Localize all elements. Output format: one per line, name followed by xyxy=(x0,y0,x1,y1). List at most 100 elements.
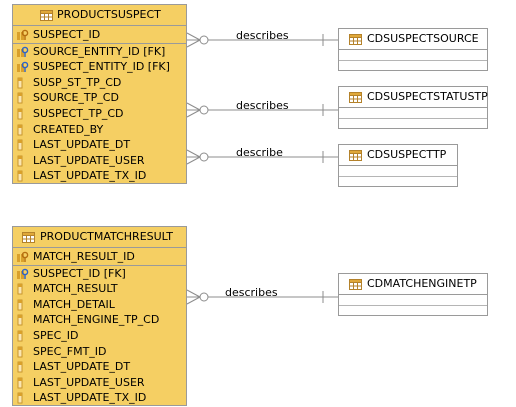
column-name: MATCH_RESULT xyxy=(33,282,118,296)
column-icon xyxy=(17,77,23,89)
column-name: LAST_UPDATE_TX_ID xyxy=(33,391,147,405)
table-icon xyxy=(349,92,362,103)
column-name: SUSP_ST_TP_CD xyxy=(33,75,122,89)
columns-section xyxy=(339,177,457,187)
column-icon xyxy=(17,314,23,326)
column-row[interactable]: SPEC_ID xyxy=(13,328,186,344)
entity-header[interactable]: CDSUSPECTSTATUSTP xyxy=(339,87,488,108)
column-icon xyxy=(17,299,23,311)
column-name: LAST_UPDATE_DT xyxy=(33,360,131,374)
table-icon xyxy=(349,34,362,45)
column-name: SPEC_FMT_ID xyxy=(33,344,107,358)
primary-key-section xyxy=(339,108,487,119)
columns-section xyxy=(339,119,487,129)
entity-header[interactable]: CDSUSPECTSOURCE xyxy=(339,29,487,50)
columns-section: SOURCE_ENTITY_ID [FK] SUSPECT_ENTITY_ID … xyxy=(13,44,186,184)
columns-section: SUSPECT_ID [FK] MATCH_RESULT MATCH_DETAI… xyxy=(13,266,186,406)
column-row[interactable]: LAST_UPDATE_DT xyxy=(13,359,186,375)
table-icon xyxy=(349,150,362,161)
entity-title: CDSUSPECTSTATUSTP xyxy=(367,90,488,103)
entity-title: CDMATCHENGINETP xyxy=(367,277,477,290)
primary-key-icon xyxy=(17,251,29,262)
column-row[interactable]: MATCH_RESULT xyxy=(13,281,186,297)
entity-cdmatchenginetp[interactable]: CDMATCHENGINETP xyxy=(338,273,488,316)
column-icon xyxy=(17,155,23,167)
column-row[interactable]: MATCH_RESULT_ID xyxy=(13,249,186,265)
column-row[interactable]: LAST_UPDATE_TX_ID xyxy=(13,390,186,406)
entity-productsuspect[interactable]: PRODUCTSUSPECT SUSPECT_ID SOURCE_ENTITY_… xyxy=(12,4,187,184)
column-name: LAST_UPDATE_USER xyxy=(33,375,145,389)
column-name: CREATED_BY xyxy=(33,122,104,136)
column-icon xyxy=(17,283,23,295)
column-icon xyxy=(17,377,23,389)
column-row[interactable]: LAST_UPDATE_USER xyxy=(13,153,186,169)
entity-title: CDSUSPECTSOURCE xyxy=(367,32,479,45)
relationship-label: describes xyxy=(236,99,289,112)
column-row[interactable]: LAST_UPDATE_DT xyxy=(13,137,186,153)
column-row[interactable]: LAST_UPDATE_TX_ID xyxy=(13,168,186,184)
column-icon xyxy=(17,124,23,136)
foreign-key-icon xyxy=(17,268,29,279)
column-name: MATCH_ENGINE_TP_CD xyxy=(33,313,160,327)
entity-header[interactable]: PRODUCTMATCHRESULT xyxy=(13,227,186,248)
entity-title: PRODUCTMATCHRESULT xyxy=(40,230,174,243)
column-icon xyxy=(17,170,23,182)
column-row[interactable]: SUSPECT_TP_CD xyxy=(13,106,186,122)
columns-section xyxy=(339,61,487,71)
columns-section xyxy=(339,306,487,316)
column-row[interactable]: SOURCE_ENTITY_ID [FK] xyxy=(13,44,186,60)
relationship-label: describes xyxy=(225,286,278,299)
primary-key-section xyxy=(339,295,487,306)
column-icon xyxy=(17,139,23,151)
column-row[interactable]: MATCH_ENGINE_TP_CD xyxy=(13,312,186,328)
column-icon xyxy=(17,361,23,373)
column-name: MATCH_DETAIL xyxy=(33,297,115,311)
foreign-key-icon xyxy=(17,46,29,57)
entity-header[interactable]: PRODUCTSUSPECT xyxy=(13,5,186,26)
entity-productmatchresult[interactable]: PRODUCTMATCHRESULT MATCH_RESULT_ID SUSPE… xyxy=(12,226,187,406)
table-icon xyxy=(349,279,362,290)
entity-title: CDSUSPECTTP xyxy=(367,148,447,161)
column-name: SUSPECT_TP_CD xyxy=(33,106,124,120)
primary-key-section xyxy=(339,50,487,61)
entity-title: PRODUCTSUSPECT xyxy=(57,8,161,21)
column-row[interactable]: LAST_UPDATE_USER xyxy=(13,375,186,391)
column-name: LAST_UPDATE_TX_ID xyxy=(33,169,147,183)
column-row[interactable]: SUSPECT_ENTITY_ID [FK] xyxy=(13,59,186,75)
column-name: SPEC_ID xyxy=(33,328,79,342)
column-row[interactable]: SUSP_ST_TP_CD xyxy=(13,75,186,91)
column-row[interactable]: SOURCE_TP_CD xyxy=(13,90,186,106)
column-name: MATCH_RESULT_ID xyxy=(33,250,135,263)
column-name: LAST_UPDATE_USER xyxy=(33,153,145,167)
column-icon xyxy=(17,108,23,120)
column-row[interactable]: CREATED_BY xyxy=(13,122,186,138)
relationship-label: describe xyxy=(236,146,283,159)
entity-cdsuspectstatustp[interactable]: CDSUSPECTSTATUSTP xyxy=(338,86,488,129)
column-icon xyxy=(17,330,23,342)
primary-key-section xyxy=(339,166,457,177)
column-name: SUSPECT_ID xyxy=(33,28,101,41)
primary-key-section: SUSPECT_ID xyxy=(13,26,186,44)
entity-cdsuspecttp[interactable]: CDSUSPECTTP xyxy=(338,144,458,187)
column-row[interactable]: SUSPECT_ID [FK] xyxy=(13,266,186,282)
entity-header[interactable]: CDSUSPECTTP xyxy=(339,145,457,166)
column-icon xyxy=(17,92,23,104)
primary-key-section: MATCH_RESULT_ID xyxy=(13,248,186,266)
primary-key-icon xyxy=(17,29,29,40)
column-row[interactable]: MATCH_DETAIL xyxy=(13,297,186,313)
column-icon xyxy=(17,392,23,404)
table-icon xyxy=(40,10,53,21)
column-name: SUSPECT_ID [FK] xyxy=(33,266,126,280)
table-icon xyxy=(22,232,35,243)
column-name: SOURCE_TP_CD xyxy=(33,91,119,105)
column-name: SUSPECT_ENTITY_ID [FK] xyxy=(33,60,170,74)
entity-cdsuspectsource[interactable]: CDSUSPECTSOURCE xyxy=(338,28,488,71)
relationship-label: describes xyxy=(236,29,289,42)
column-icon xyxy=(17,346,23,358)
foreign-key-icon xyxy=(17,61,29,73)
column-row[interactable]: SUSPECT_ID xyxy=(13,27,186,43)
column-row[interactable]: SPEC_FMT_ID xyxy=(13,344,186,360)
column-name: LAST_UPDATE_DT xyxy=(33,138,131,152)
entity-header[interactable]: CDMATCHENGINETP xyxy=(339,274,487,295)
column-name: SOURCE_ENTITY_ID [FK] xyxy=(33,44,166,58)
